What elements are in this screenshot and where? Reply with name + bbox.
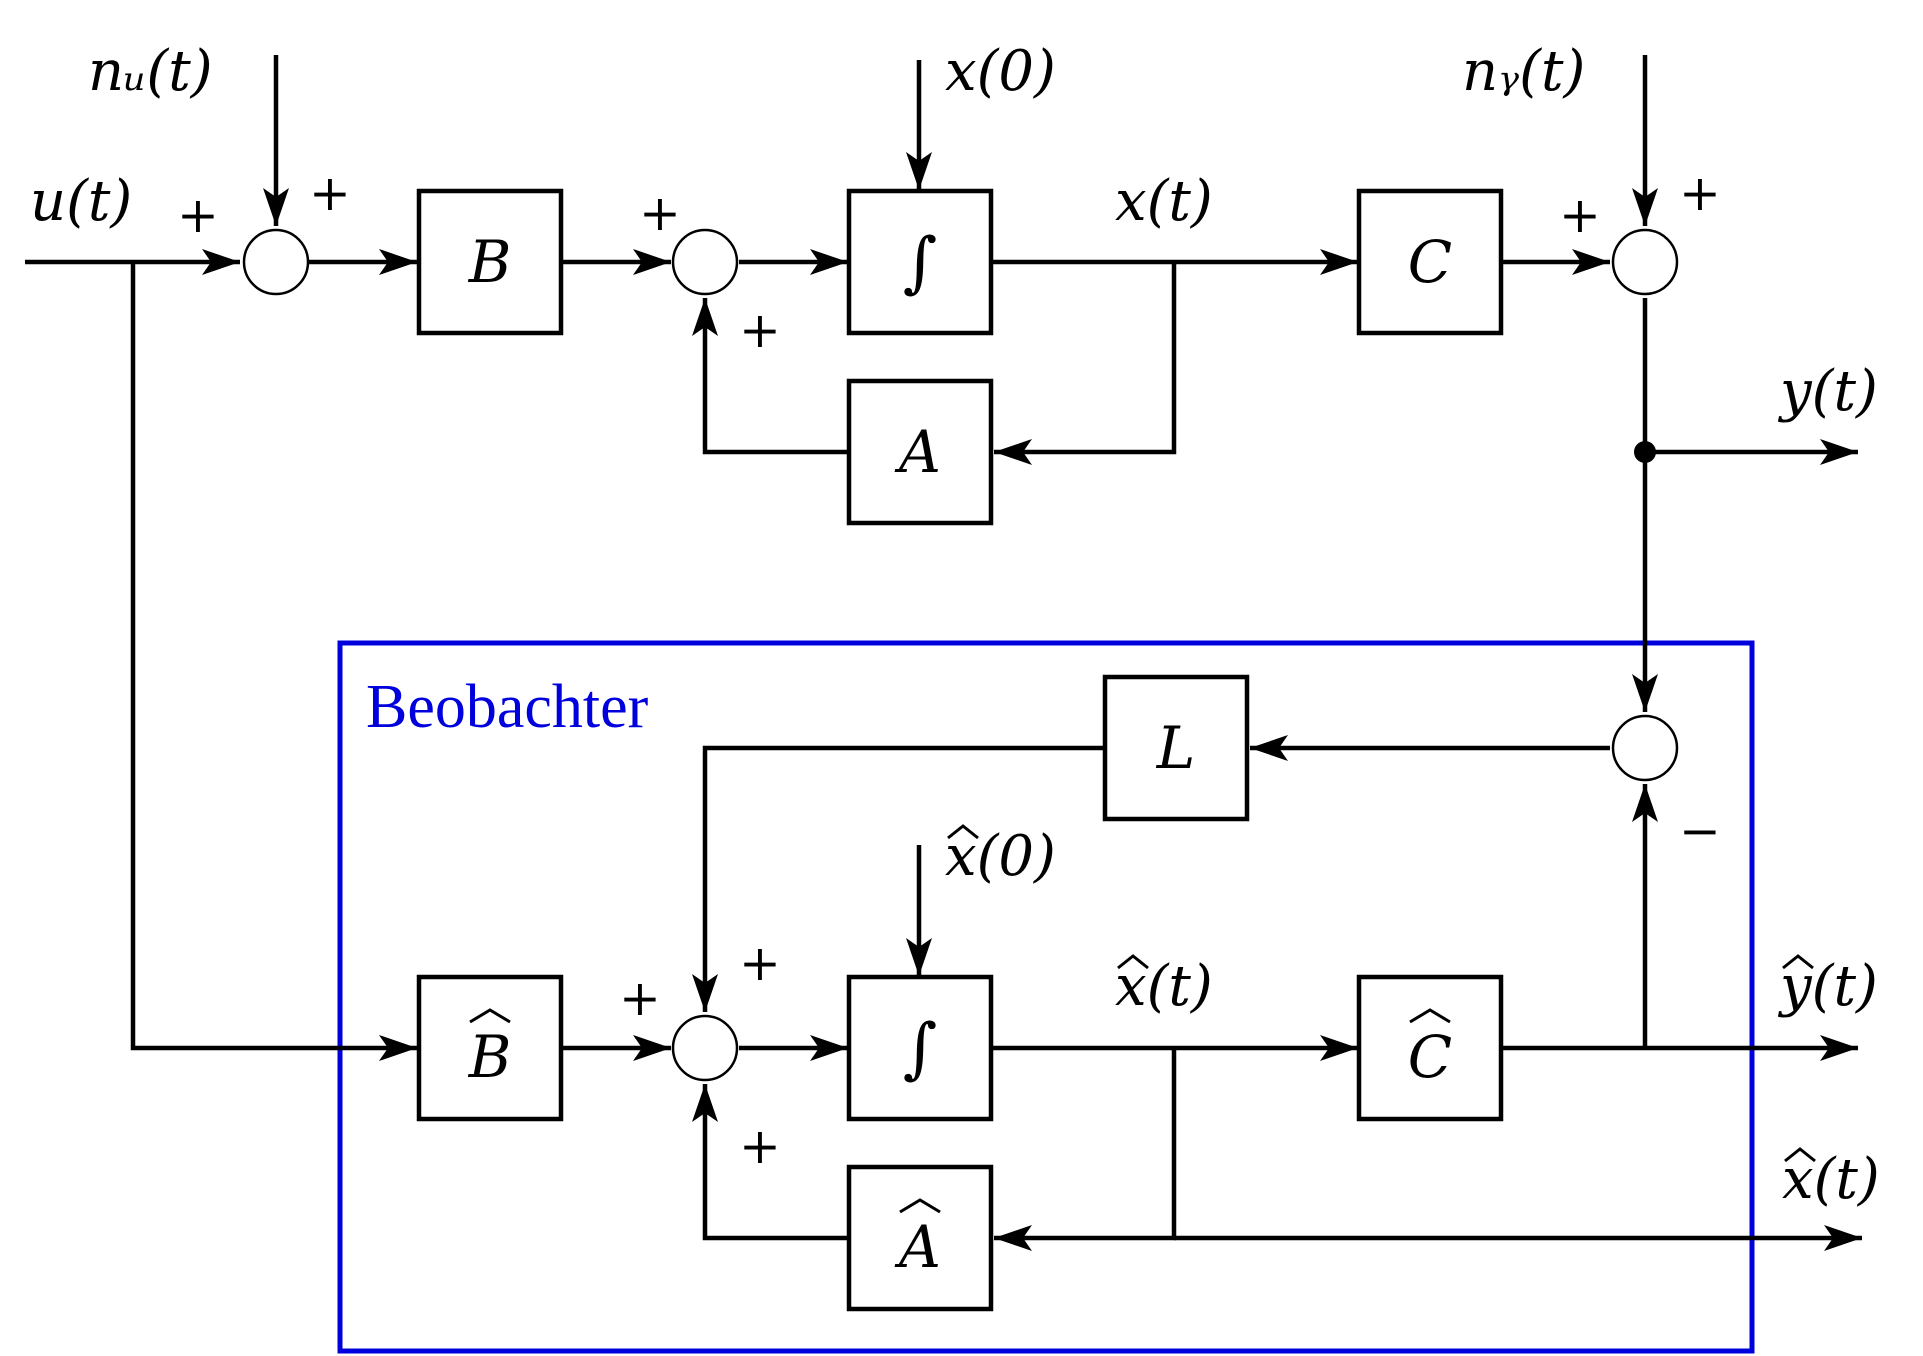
block-integrator: ∫ [846,188,994,336]
sign-sum2-left: + [639,184,681,242]
sign-sum1-top: + [309,164,351,222]
sign-sum5-top: + [739,934,781,992]
wire-x-to-A [994,262,1177,465]
label-yhat: y(t) [1777,954,1878,1019]
sign-sum3-left: + [1559,186,1601,244]
block-B: B [416,188,564,336]
svg-text:x(t): x(t) [1115,954,1213,1019]
label-x0: x(0) [945,39,1056,104]
wire-xhat-to-Ahat [994,1048,1177,1251]
svg-text:x(0): x(0) [945,824,1056,889]
block-Bhat: B [416,974,564,1122]
hat-mark [1409,1008,1451,1024]
observer-label: Beobachter [366,673,649,741]
block-A: A [846,378,994,526]
svg-text:A: A [894,418,941,486]
block-C: C [1356,188,1504,336]
svg-text:A: A [894,1213,941,1281]
block-L: L [1102,674,1250,822]
sign-sum4-bottom: − [1679,802,1721,860]
label-xhat0: x(0) [945,824,1056,889]
summing-junction-observer [671,1014,739,1082]
block-Chat: C [1356,974,1504,1122]
label-u: u(t) [30,169,132,234]
svg-text:B: B [468,1023,512,1091]
sign-sum3-top: + [1679,164,1721,222]
label-x: x(t) [1115,169,1213,234]
block-integrator-hat: ∫ [846,974,994,1122]
summing-junction-plant [671,228,739,296]
hat-mark [947,824,979,840]
svg-text:B: B [468,228,512,296]
hat-mark [1782,954,1814,970]
summing-junction-error [1611,714,1679,782]
label-xhat-out: x(t) [1782,1147,1880,1212]
observer-frame [337,640,1755,1354]
svg-text:∫: ∫ [903,224,937,301]
svg-text:y(t): y(t) [1777,954,1878,1019]
label-ny: nᵧ(t) [1462,39,1585,104]
label-xhat: x(t) [1115,954,1213,1019]
svg-text:C: C [1408,1023,1452,1091]
hat-mark [1117,954,1149,970]
svg-text:L: L [1156,714,1196,782]
wire-Ahat-to-sum5 [692,1084,849,1241]
label-nu: nᵤ(t) [88,39,213,104]
sign-sum2-bottom: + [739,301,781,359]
svg-text:C: C [1408,228,1452,296]
summing-junction-output-noise [1611,228,1679,296]
sign-sum5-bottom: + [739,1117,781,1175]
branch-point-y [1634,441,1656,463]
block-Ahat: A [846,1164,994,1312]
hat-mark [899,1198,941,1214]
wire-A-to-sum2 [692,298,849,455]
label-y: y(t) [1777,359,1878,424]
sign-sum1-left: + [177,186,219,244]
svg-text:∫: ∫ [903,1010,937,1087]
summing-junction-input-noise [242,228,310,296]
hat-mark [469,1008,511,1024]
wire-L-to-sum5 [692,745,1104,1012]
hat-mark [1784,1147,1816,1163]
sign-sum5-left: + [619,969,661,1027]
svg-text:x(t): x(t) [1782,1147,1880,1212]
wire-u-to-Bhat [130,262,417,1061]
